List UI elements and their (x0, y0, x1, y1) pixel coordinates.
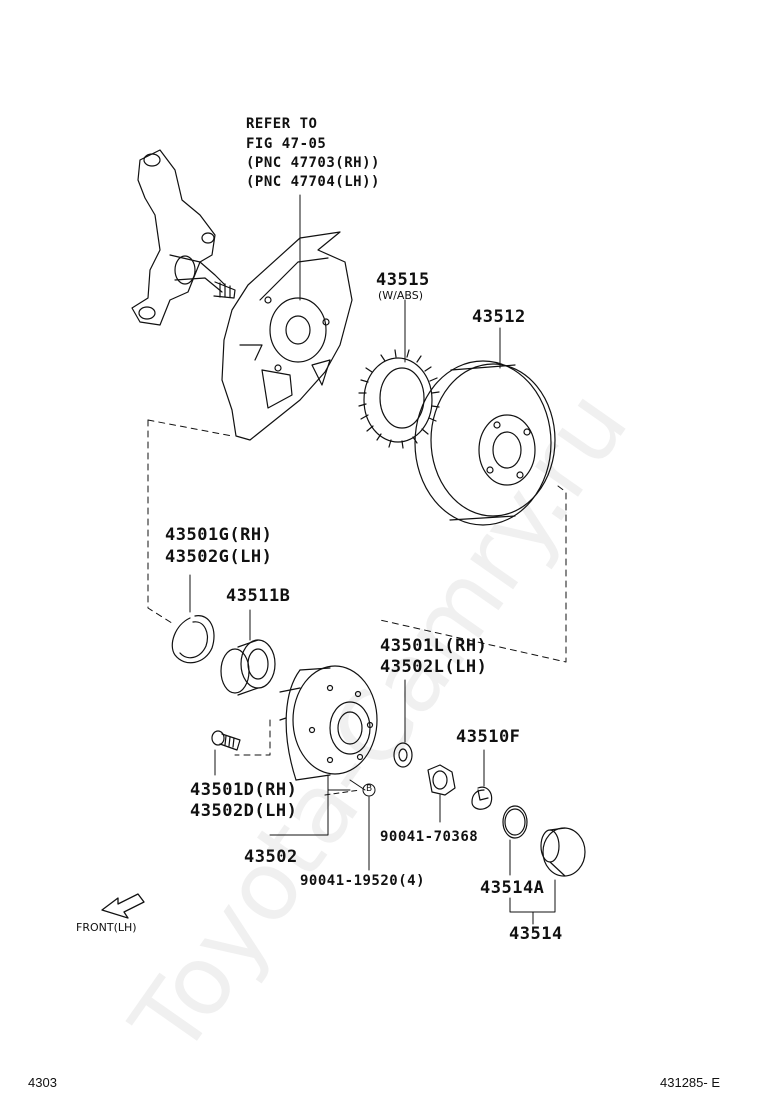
part-43510f-label: 43510F (456, 727, 521, 747)
dust-cover (221, 231, 353, 441)
pnc-rh-label: (PNC 47703(RH)) (246, 155, 380, 171)
pnc-lh-label: (PNC 47704(LH)) (246, 174, 380, 190)
nut-lock-cap (471, 749, 493, 810)
part-90041-70368-label: 90041-70368 (380, 829, 479, 845)
o-ring (502, 805, 528, 876)
front-lh-label: FRONT(LH) (76, 921, 137, 934)
part-43502g-label: 43502G(LH) (165, 547, 273, 567)
page-number-left: 4303 (28, 1075, 57, 1090)
snap-ring-inner (393, 679, 413, 768)
part-43501d-label: 43501D(RH) (190, 780, 298, 800)
snap-ring-outer (171, 574, 215, 664)
w-abs-label: (W/ABS) (378, 289, 424, 302)
part-43512-label: 43512 (472, 307, 526, 327)
brake-disc (414, 327, 556, 526)
part-43514a-label: 43514A (480, 878, 545, 898)
axle-hub (269, 665, 378, 836)
part-43501l-label: 43501L(RH) (380, 636, 488, 656)
marker-b-label: B (366, 784, 373, 794)
part-43515-label: 43515 (376, 270, 430, 290)
front-arrow-icon (101, 893, 145, 919)
part-43511b-label: 43511B (226, 586, 291, 606)
fig-label: FIG 47-05 (246, 136, 327, 152)
grease-cap (540, 827, 586, 899)
figure-code-right: 431285- E (660, 1075, 720, 1090)
part-90041-19520-label: 90041-19520(4) (300, 873, 426, 889)
part-43514-label: 43514 (509, 924, 563, 944)
b-marker-circle (362, 783, 376, 797)
lock-nut (427, 764, 456, 823)
hub-bearing (220, 609, 276, 696)
alignment-lines (147, 419, 567, 756)
abs-sensor-rotor (358, 299, 440, 449)
part-43501g-label: 43501G(RH) (165, 525, 273, 545)
part-43502l-label: 43502L(LH) (380, 657, 488, 677)
hub-bolt (211, 730, 241, 776)
part-43502d-label: 43502D(LH) (190, 801, 298, 821)
refer-to-label: REFER TO (246, 116, 318, 132)
steering-knuckle (131, 149, 236, 326)
part-43502-label: 43502 (244, 847, 298, 867)
